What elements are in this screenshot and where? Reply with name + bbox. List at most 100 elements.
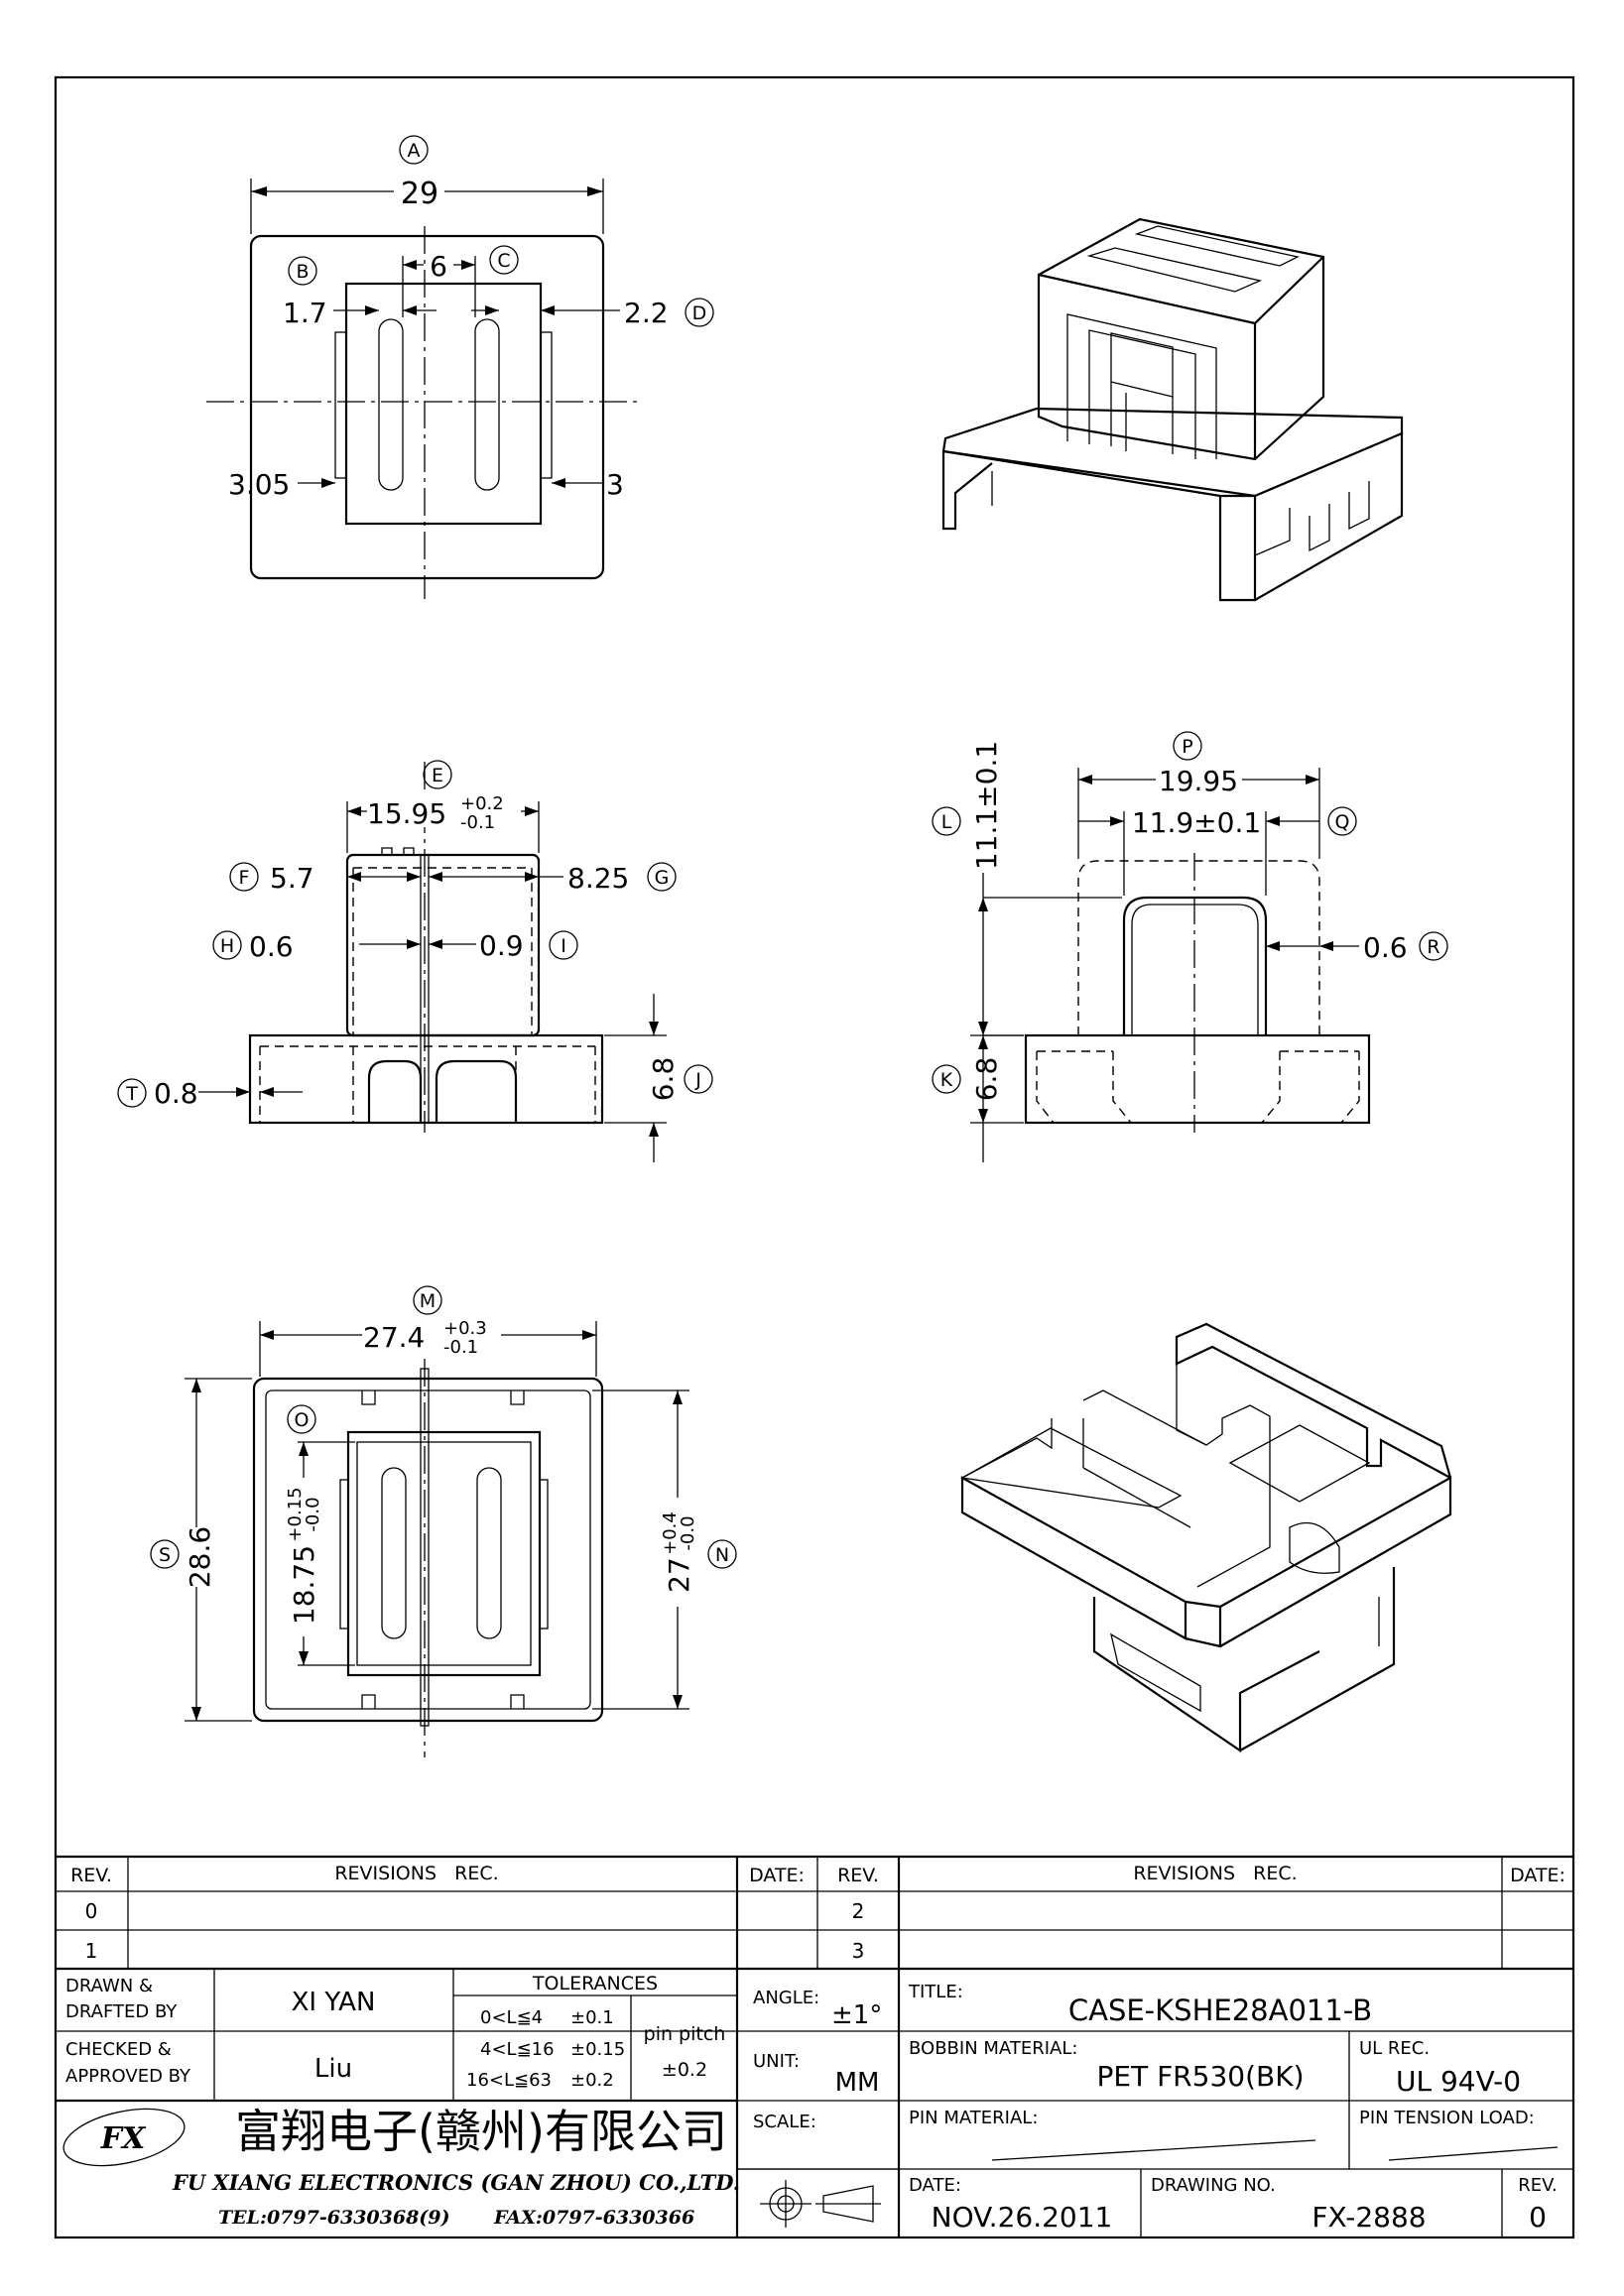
date-header-left: DATE: — [749, 1865, 805, 1886]
dim-B-tag: B — [296, 261, 309, 283]
front-view: 15.95 +0.2 -0.1 E F 5.7 8.25 G H 0.6 0.9… — [117, 760, 713, 1162]
dim-D-value: 2.2 — [624, 297, 669, 329]
dim-O-tol-minus: -0.0 — [303, 1497, 323, 1531]
dim-C-value: 6 — [430, 250, 447, 283]
dim-R-tag: R — [1427, 936, 1439, 958]
tol-range-1: 4<L≦16 — [480, 2039, 555, 2060]
checked-by-value: Liu — [314, 2054, 352, 2084]
dim-T-value: 0.8 — [154, 1077, 198, 1110]
tolerances-label: TOLERANCES — [532, 1973, 658, 1994]
ul-rec-value: UL 94V-0 — [1396, 2065, 1521, 2098]
dim-C-tag: C — [497, 250, 510, 272]
unit-label: UNIT: — [753, 2051, 800, 2072]
dim-E-tol-plus: +0.2 — [460, 793, 504, 814]
dim-K-tag: K — [940, 1069, 953, 1091]
iso-view-bottom — [960, 1322, 1452, 1753]
tol-value-0: ±0.1 — [570, 2007, 614, 2028]
revisions-header-left: REVISIONS REC. — [334, 1863, 498, 1884]
dim-3-05-value: 3.05 — [228, 468, 290, 501]
dim-L-tag: L — [941, 811, 952, 833]
dim-E-tol-minus: -0.1 — [460, 812, 495, 833]
rev-row-3: 3 — [852, 1939, 865, 1963]
dim-M-value: 27.4 — [363, 1321, 425, 1354]
pin-material-label: PIN MATERIAL: — [909, 2108, 1038, 2128]
dim-S-value: 28.6 — [184, 1526, 216, 1588]
dim-M-tag: M — [420, 1290, 436, 1312]
logo-text: FX — [100, 2121, 147, 2156]
dim-A-value: 29 — [401, 177, 438, 211]
dim-T-tag: T — [125, 1083, 138, 1105]
tol-value-1: ±0.15 — [570, 2039, 625, 2060]
rev-row-2: 2 — [852, 1899, 865, 1923]
dim-N-tol-plus: +0.4 — [660, 1511, 681, 1555]
sheet-border — [54, 75, 1575, 2239]
dim-O-tol-plus: +0.15 — [285, 1487, 306, 1541]
dim-F-value: 5.7 — [270, 862, 314, 895]
dim-I-tag: I — [561, 935, 566, 957]
dim-G-tag: G — [655, 867, 670, 889]
dim-H-tag: H — [220, 935, 234, 957]
projection-symbol-icon — [760, 2180, 881, 2228]
dim-N-value: 27 — [663, 1557, 695, 1593]
dim-I-value: 0.9 — [479, 929, 524, 962]
company-name-en: FU XIANG ELECTRONICS (GAN ZHOU) CO.,LTD. — [172, 2170, 740, 2195]
dim-O-tag: O — [295, 1409, 310, 1431]
tol-value-2: ±0.2 — [570, 2070, 614, 2091]
bottom-view: 27.4 +0.3 -0.1 M O 18.75 +0.15 -0.0 28.6… — [150, 1285, 737, 1757]
date-header-right: DATE: — [1510, 1865, 1565, 1886]
dim-S-tag: S — [159, 1544, 171, 1566]
dim-A-tag: A — [408, 140, 421, 162]
dim-N-tol-minus: -0.0 — [678, 1515, 698, 1550]
angle-value: ±1° — [831, 2000, 882, 2030]
dim-3-value: 3 — [606, 468, 624, 501]
drawing-no-label: DRAWING NO. — [1151, 2175, 1276, 2196]
pin-pitch-label: pin pitch — [644, 2023, 726, 2045]
dim-F-tag: F — [239, 867, 250, 889]
scale-label: SCALE: — [753, 2112, 816, 2132]
rev-row-1: 1 — [85, 1939, 98, 1963]
bobbin-material-label: BOBBIN MATERIAL: — [909, 2038, 1077, 2059]
dim-P-tag: P — [1182, 736, 1192, 758]
pin-pitch-value: ±0.2 — [662, 2059, 707, 2081]
dim-O-value: 18.75 — [288, 1545, 320, 1625]
dim-K-value: 6.8 — [970, 1057, 1003, 1102]
company-name-cn: 富翔电子(赣州)有限公司 — [235, 2105, 727, 2158]
company-tel: TEL:0797-6330368(9) — [218, 2207, 450, 2229]
revisions-header-right: REVISIONS REC. — [1133, 1863, 1297, 1884]
dim-M-tol-plus: +0.3 — [443, 1318, 487, 1339]
date-value: NOV.26.2011 — [932, 2201, 1113, 2234]
dim-H-value: 0.6 — [249, 930, 294, 963]
iso-view-top — [941, 217, 1404, 602]
bobbin-material-value: PET FR530(BK) — [1096, 2060, 1304, 2093]
side-view: 19.95 P 11.9±0.1 Q 11.1±0.1 L 0.6 R 6. — [932, 731, 1448, 1162]
company-logo: FX — [62, 2108, 186, 2167]
dim-L-value: 11.1±0.1 — [970, 741, 1003, 870]
rev-label: REV. — [1518, 2175, 1558, 2196]
dim-N-tag: N — [715, 1544, 729, 1566]
dim-J-value: 6.8 — [647, 1057, 680, 1102]
ul-rec-label: UL REC. — [1359, 2038, 1430, 2059]
tol-range-2: 16<L≦63 — [466, 2070, 552, 2091]
rev-row-0: 0 — [85, 1899, 98, 1923]
drawn-label-2: DRAFTED BY — [65, 2001, 178, 2022]
drawing-no-value: FX-2888 — [1312, 2201, 1426, 2234]
title-value: CASE-KSHE28A011-B — [1068, 1994, 1372, 2027]
checked-label-2: APPROVED BY — [65, 2066, 191, 2087]
dim-G-value: 8.25 — [567, 862, 629, 895]
dim-E-tag: E — [432, 765, 443, 786]
date-label: DATE: — [909, 2175, 961, 2196]
pin-tension-label: PIN TENSION LOAD: — [1359, 2108, 1535, 2128]
dim-D-tag: D — [692, 302, 707, 324]
checked-label-1: CHECKED & — [65, 2039, 172, 2060]
rev-value: 0 — [1529, 2201, 1547, 2234]
top-view: 29 A 6 C B 1.7 2.2 D 3.05 3 — [206, 135, 714, 599]
title-label: TITLE: — [908, 1982, 963, 2002]
dim-R-value: 0.6 — [1363, 931, 1408, 964]
tol-range-0: 0<L≦4 — [480, 2007, 543, 2028]
company-fax: FAX:0797-6330366 — [493, 2207, 694, 2229]
angle-label: ANGLE: — [753, 1988, 819, 2008]
dim-M-tol-minus: -0.1 — [443, 1337, 478, 1358]
rev-header-mid: REV. — [837, 1865, 879, 1886]
dim-Q-value: 11.9±0.1 — [1132, 806, 1261, 839]
